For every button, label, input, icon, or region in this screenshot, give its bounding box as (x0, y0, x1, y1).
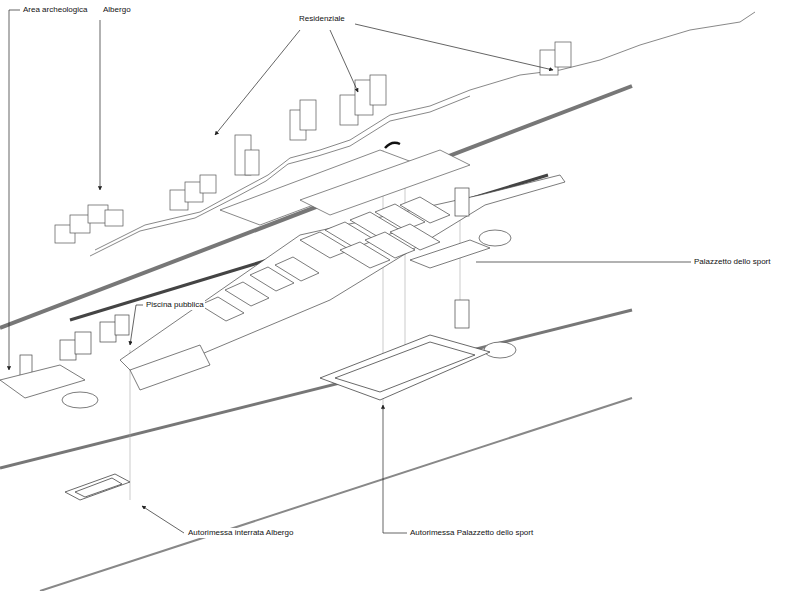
callout-label: Autorimessa interrata Albergo (187, 528, 294, 538)
callout-label: Piscina pubblica (145, 300, 205, 310)
callout-label: Residenziale (298, 14, 346, 24)
callout-label: Albergo (102, 5, 132, 15)
layer-edges (0, 86, 632, 591)
callout-label: Area archeologica (22, 5, 88, 15)
leader-lines (9, 10, 691, 533)
sports-complex-layer (0, 175, 565, 408)
callout-label: Autorimessa Palazzetto dello sport (409, 528, 534, 538)
callout-label: Palazzetto dello sport (693, 257, 772, 267)
garage-layer (65, 335, 490, 500)
residential-layer (55, 12, 755, 256)
